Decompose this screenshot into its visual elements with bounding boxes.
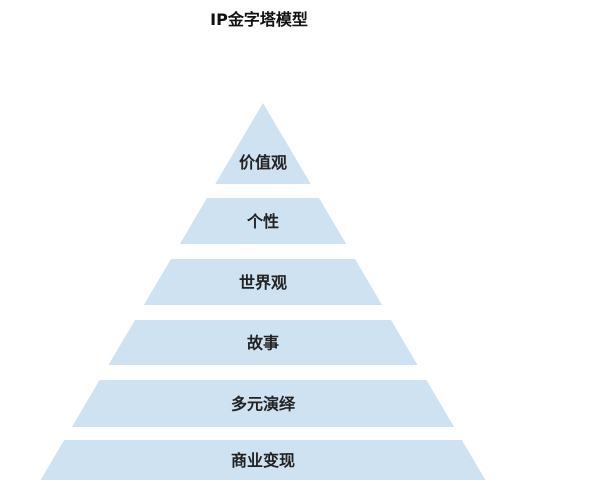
pyramid-layer-shape [40, 440, 486, 480]
pyramid-layer-shape [108, 320, 418, 365]
pyramid-layer-label: 商业变现 [231, 451, 295, 470]
pyramid-layer-label: 故事 [247, 334, 279, 353]
pyramid-layer-shape [215, 103, 311, 184]
pyramid-layer-6: 商业变现 [40, 440, 486, 480]
pyramid-layer-shape [179, 198, 347, 244]
pyramid-layer-shape [71, 380, 455, 427]
pyramid-layer-5: 多元演绎 [71, 380, 455, 427]
pyramid-layer-4: 故事 [108, 320, 418, 365]
pyramid-layer-1: 价值观 [215, 103, 311, 184]
pyramid-layer-shape [143, 259, 383, 305]
diagram-title: IP金字塔模型 [210, 10, 308, 29]
pyramid-layer-label: 个性 [246, 212, 279, 231]
pyramid-layer-label: 价值观 [239, 153, 287, 172]
pyramid-layer-3: 世界观 [143, 259, 383, 305]
pyramid-layer-2: 个性 [179, 198, 347, 244]
pyramid-layer-label: 世界观 [239, 273, 287, 292]
pyramid-layer-label: 多元演绎 [231, 395, 296, 414]
